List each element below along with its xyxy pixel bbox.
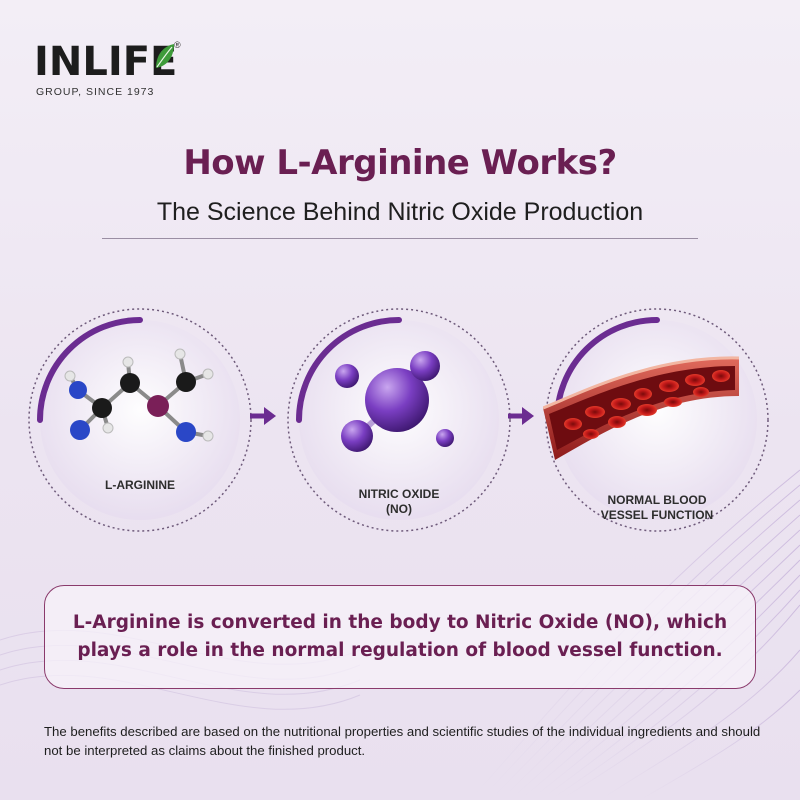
step-l-arginine: L-ARGININE	[22, 302, 258, 538]
brand-tagline: GROUP, SINCE 1973	[36, 86, 155, 98]
step-label-line: NITRIC OXIDE (NO)	[358, 487, 440, 516]
molecule-icon	[64, 348, 214, 442]
step-label-l-arginine: L-ARGININE	[105, 478, 175, 492]
info-text: L-Arginine is converted in the body to N…	[72, 612, 728, 661]
brand-name: INLIFE	[34, 39, 178, 85]
brand-logo: INLIFE ® GROUP, SINCE 1973	[34, 40, 194, 102]
blood-vessel-icon	[543, 356, 740, 460]
page-title: How L-Arginine Works?	[183, 143, 617, 183]
step-blood-vessel: NORMAL BLOOD VESSEL FUNCTION	[539, 302, 775, 538]
arrow-right-icon	[508, 407, 534, 425]
registered-mark: ®	[174, 40, 181, 50]
arrow-right-icon	[250, 407, 276, 425]
step-label-blood-vessel: NORMAL BLOOD VESSEL FUNCTION	[539, 478, 775, 523]
nitric-oxide-icon	[335, 351, 454, 452]
title-divider	[102, 238, 698, 239]
step-frame	[28, 308, 252, 532]
step-nitric-oxide: NITRIC OXIDE (NO)	[281, 302, 517, 538]
disclaimer: The benefits described are based on the …	[44, 724, 761, 758]
info-box: L-Arginine is converted in the body to N…	[44, 585, 756, 689]
leaf-icon	[156, 44, 174, 68]
page-subtitle: The Science Behind Nitric Oxide Producti…	[156, 198, 644, 226]
step-label-nitric-oxide: NITRIC OXIDE (NO)	[281, 472, 517, 517]
step-label-line: NORMAL BLOOD VESSEL FUNCTION	[600, 493, 714, 522]
